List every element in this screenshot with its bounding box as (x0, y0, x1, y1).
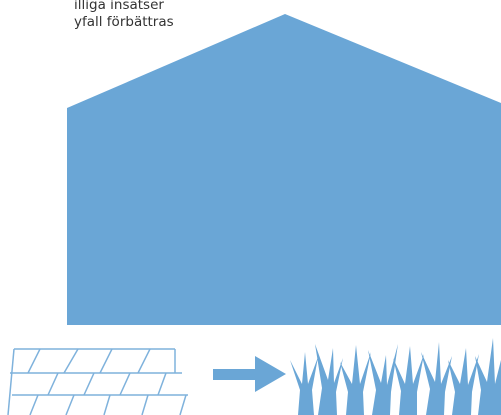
caption-line-1: illiga insatser (74, 0, 164, 13)
grass-icon (290, 338, 501, 415)
paving-stones-icon (7, 348, 188, 415)
house-silhouette-icon (67, 14, 501, 325)
caption-text: illiga insatser yfall förbättras (74, 0, 174, 31)
right-arrow-icon (213, 356, 286, 392)
caption-line-2: yfall förbättras (74, 14, 174, 30)
